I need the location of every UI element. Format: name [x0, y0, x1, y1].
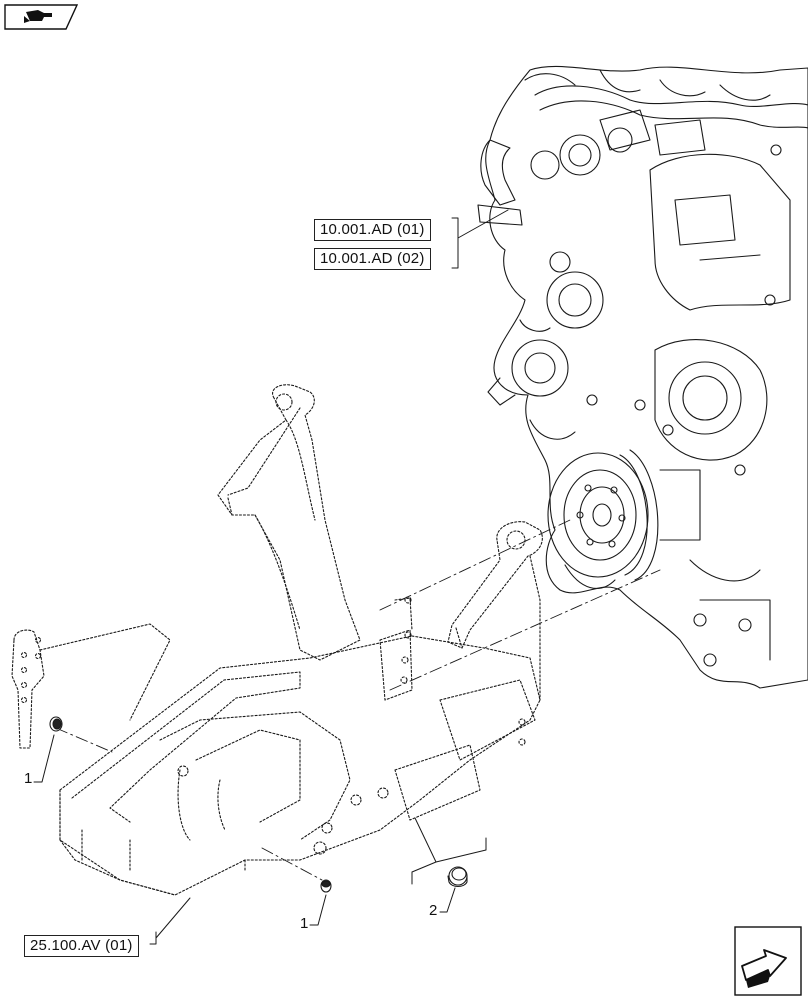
plug-bottom	[320, 879, 332, 893]
callout-bushing: 2	[429, 902, 438, 919]
support-arm-right	[447, 521, 543, 701]
leader-lines	[33, 209, 509, 945]
engine-reference-1[interactable]: 10.001.AD (01)	[314, 219, 431, 241]
callout-plug-bottom: 1	[300, 915, 309, 932]
front-support-frame	[59, 596, 541, 896]
support-arm-left	[217, 384, 361, 661]
bushing	[447, 866, 468, 888]
plug-left	[49, 716, 63, 732]
frame-reference[interactable]: 25.100.AV (01)	[24, 935, 139, 957]
book-nav-icon[interactable]	[4, 4, 79, 30]
engine-assembly	[477, 65, 808, 689]
assembly-centerlines	[55, 519, 661, 881]
next-page-arrow-icon[interactable]	[734, 926, 802, 996]
callout-plug-left: 1	[24, 770, 33, 787]
left-bracket-plate	[11, 623, 171, 749]
engine-reference-2[interactable]: 10.001.AD (02)	[314, 248, 431, 270]
